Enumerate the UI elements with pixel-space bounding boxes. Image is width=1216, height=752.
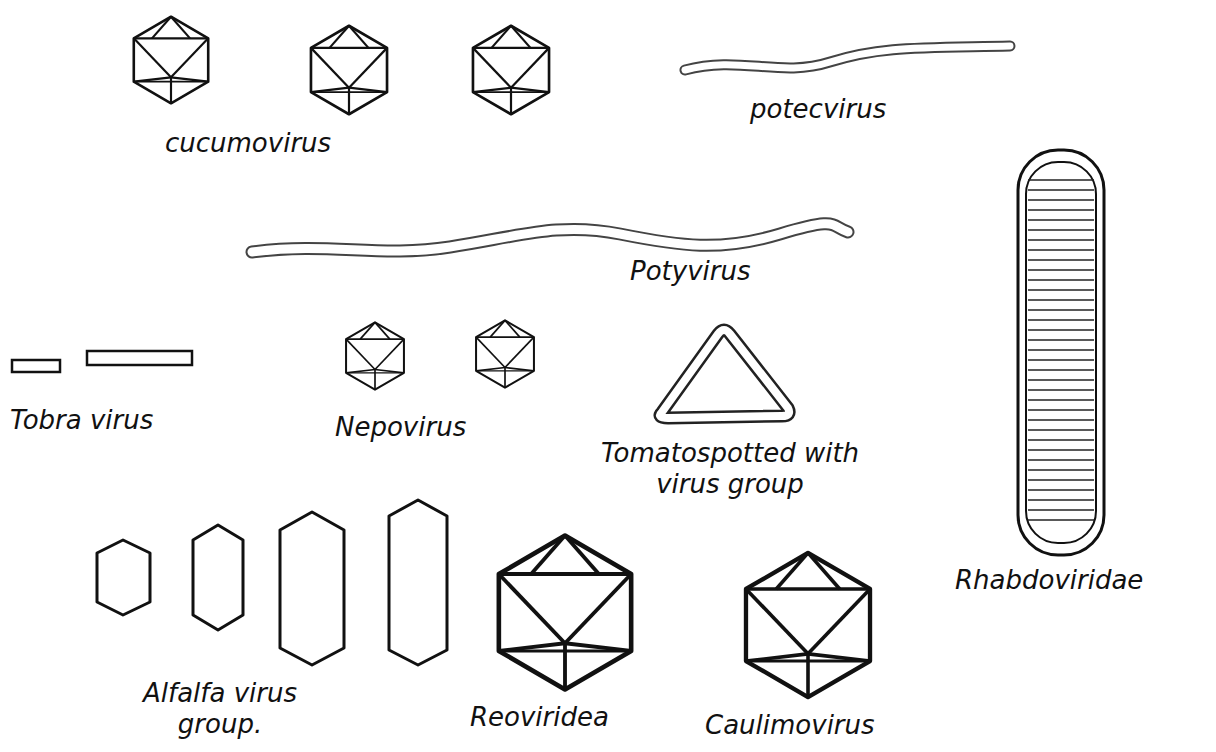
icosahedron xyxy=(476,320,534,387)
virus-label: potecvirus xyxy=(750,94,886,125)
virus-label: Reoviridea xyxy=(470,702,609,733)
icosahedron xyxy=(746,553,870,697)
virus-label: Rhabdoviridae xyxy=(955,565,1143,596)
icosahedron xyxy=(473,26,549,114)
long-rod xyxy=(87,351,192,365)
virus-label: Tomatospotted with virus group xyxy=(590,438,870,500)
icosahedron xyxy=(499,536,631,690)
virus-label: Caulimovirus xyxy=(705,710,875,741)
virus-label: Tobra virus xyxy=(10,405,153,436)
particle-outline xyxy=(660,330,789,418)
icosahedron xyxy=(311,26,387,114)
icosahedron xyxy=(134,17,208,104)
bacilliform-rod xyxy=(1018,150,1104,555)
icosahedron xyxy=(346,322,404,389)
filament xyxy=(252,224,848,252)
virus-label: cucumovirus xyxy=(165,128,331,159)
virus-label: Alfalfa virus group. xyxy=(100,678,340,740)
short-rod xyxy=(12,360,60,372)
bacilliform-particles xyxy=(97,500,447,665)
virus-label: Potyvirus xyxy=(630,256,751,287)
filament xyxy=(685,46,1010,70)
virus-label: Nepovirus xyxy=(335,412,466,443)
